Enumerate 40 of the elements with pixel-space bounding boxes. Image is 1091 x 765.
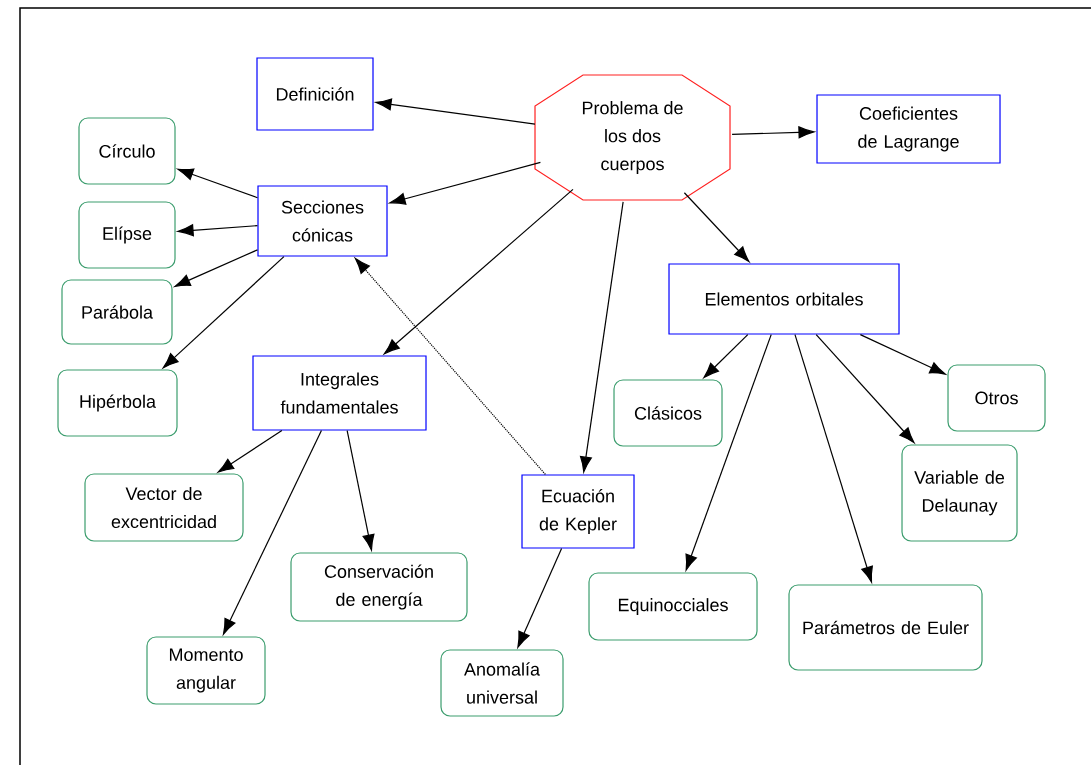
arrow [389,161,542,205]
rounded-box: Parámetros de Euler [788,584,983,671]
arrow [383,188,574,355]
rounded-box: Hipérbola [57,369,178,437]
arrow [579,201,624,473]
arrow [346,430,375,551]
rounded-box: Otros [947,364,1046,432]
rounded-box: Círculo [78,117,176,185]
rounded-box: Elípse [78,201,176,269]
concept-box: Coeficientes de Lagrange [816,94,1001,164]
arrow [177,168,258,199]
concept-box: Definición [256,57,374,131]
arrow [217,430,283,473]
rounded-box: Parábola [61,279,173,345]
rounded-box: Clásicos [613,379,723,447]
rounded-box: Vector de excentricidad [84,473,244,542]
arrow [222,430,323,635]
rounded-box: Equinocciales [588,572,758,641]
arrow [703,334,749,379]
arrow [731,126,815,139]
concept-box: Elementos orbitales [668,263,900,335]
rounded-box: Anomalía universal [440,649,564,717]
arrow [375,98,536,125]
arrow [174,249,258,287]
arrow [859,334,946,375]
arrow [354,257,546,475]
arrow [815,334,915,444]
rounded-box: Variable de Delaunay [901,444,1018,542]
arrow [685,334,772,571]
rounded-box: Momento angular [146,636,266,705]
concept-box: Integrales fundamentales [252,355,427,431]
concept-box: Secciones cónicas [257,185,388,257]
arrow [162,256,285,369]
concept-box: Ecuación de Kepler [521,474,635,549]
rounded-box: Conservación de energía [290,552,468,622]
arrow [177,224,258,237]
arrow [794,334,873,583]
arrow [683,192,750,263]
octagon-node: Problema de los dos cuerpos [534,74,731,201]
arrow [517,548,563,648]
